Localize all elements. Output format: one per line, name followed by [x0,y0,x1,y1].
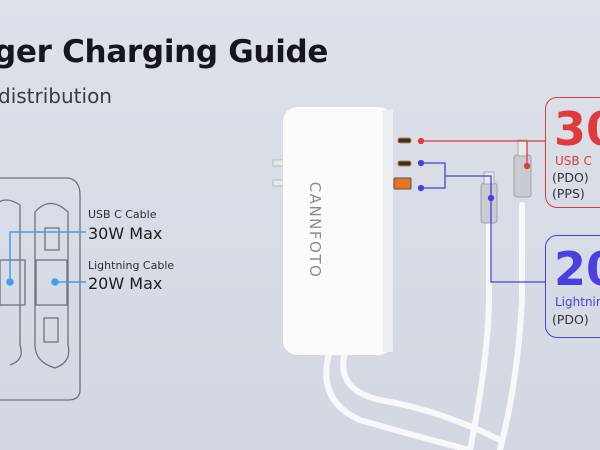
usb-c-cable-max: 30W Max [88,224,163,243]
cable-case-drawing [0,177,81,401]
usb-c-protocol: (PPS) [552,186,585,201]
lightning-cable-max: 20W Max [88,274,163,293]
page-title: ger Charging Guide [0,34,329,70]
case-callout-lines [6,231,86,286]
lightning-watts: 20 [554,242,600,296]
lightning-type: Lightning [555,295,600,309]
lightning-protocol: (PDO) [552,312,589,327]
usb-c-watts: 30 [554,102,600,156]
usb-c-cable-label: USB C Cable [88,208,157,221]
lightning-callout-line [417,159,545,283]
usb-c-callout-line [417,137,545,170]
brand-logo: CANNFOTO [306,181,324,279]
usb-c-callout: 30 USB C (PDO) (PPS) [545,97,600,208]
usb-c-type: USB C [555,154,592,168]
charger-body [283,107,393,355]
charger-ports [393,137,412,190]
cables [323,202,525,450]
lightning-cable-label: Lightning Cable [88,259,175,272]
usb-c-protocol: (PDO) [552,170,589,185]
cable-connectors [480,139,532,224]
lightning-callout: 20 Lightning (PDO) [545,235,600,338]
page-subtitle: distribution [0,84,112,108]
